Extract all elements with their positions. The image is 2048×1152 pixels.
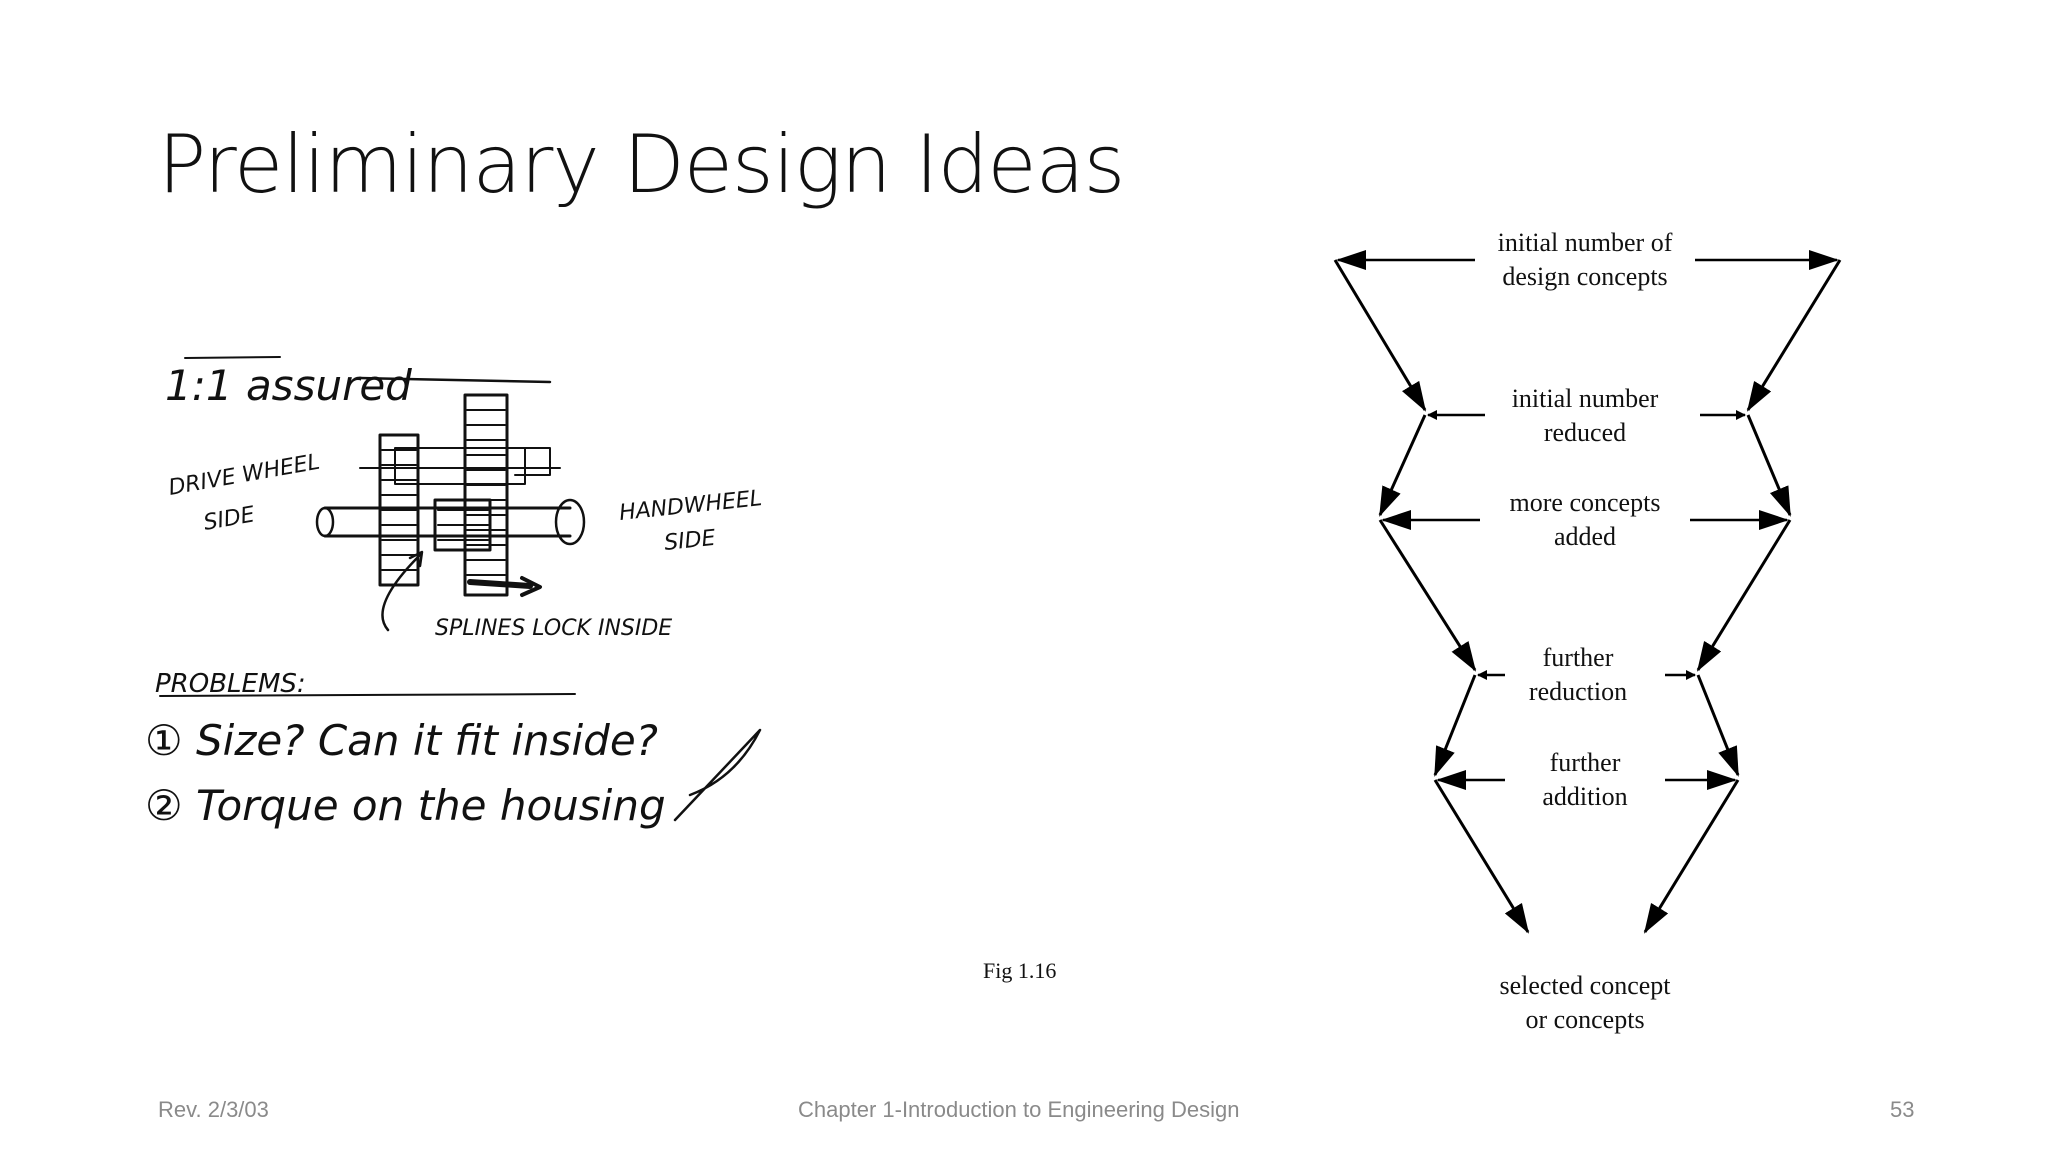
footer-revision: Rev. 2/3/03 xyxy=(158,1097,269,1122)
slide-number: 53 xyxy=(1890,1097,1915,1122)
stage-1-line-2: design concepts xyxy=(1502,262,1667,291)
drive-wheel-side-label: SIDE xyxy=(202,502,257,536)
handwheel-side-label: SIDE xyxy=(663,526,717,556)
concept-funnel-diagram: initial number of design concepts initia… xyxy=(1333,228,1842,1034)
final-stage-line-1: selected concept xyxy=(1499,971,1671,1000)
stage-1-line-1: initial number of xyxy=(1498,228,1673,257)
handwheel-label: HANDWHEEL xyxy=(618,486,763,526)
splines-note: SPLINES LOCK INSIDE xyxy=(435,616,672,641)
problem-1: ① Size? Can it fit inside? xyxy=(145,716,658,765)
stage-2-line-2: reduced xyxy=(1544,418,1626,447)
slide-title: Preliminary Design Ideas xyxy=(158,118,1125,211)
final-stage-line-2: or concepts xyxy=(1525,1005,1644,1034)
stage-2-line-1: initial number xyxy=(1512,384,1659,413)
figure-caption: Fig 1.16 xyxy=(983,958,1057,983)
stage-4-line-2: reduction xyxy=(1529,677,1627,706)
stage-4-line-1: further xyxy=(1543,643,1614,672)
stage-5-line-2: addition xyxy=(1542,782,1627,811)
problem-2: ② Torque on the housing xyxy=(145,781,666,830)
footer-chapter: Chapter 1-Introduction to Engineering De… xyxy=(798,1097,1240,1122)
ratio-note: 1:1 assured xyxy=(165,361,412,410)
drive-wheel-label: DRIVE WHEEL xyxy=(167,450,322,501)
hand-sketch: 1:1 assured DRIVE WHEEL SIDE HANDWHEEL S… xyxy=(145,356,763,830)
problems-heading: PROBLEMS: xyxy=(155,669,306,699)
stage-5-line-1: further xyxy=(1550,748,1621,777)
stage-3-line-2: added xyxy=(1554,522,1616,551)
stage-3-line-1: more concepts xyxy=(1510,488,1661,517)
